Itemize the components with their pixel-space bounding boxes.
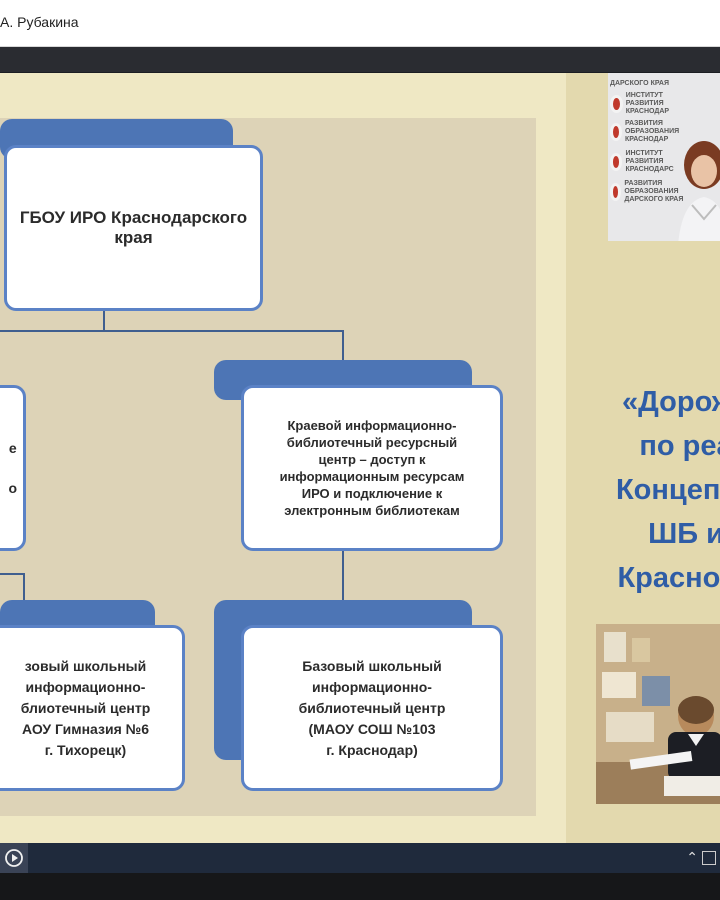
backdrop-logo-text: ДАРСКОГО КРАЯ (610, 80, 669, 87)
org-box-left-bottom: зовый школьный информационно- блиотечный… (0, 625, 185, 791)
org-box-right-mid-text: Краевой информационно- библиотечный ресу… (279, 418, 465, 518)
backdrop-logo: РАЗВИТИЯ ОБРАЗОВАНИЯ КРАСНОДАР (610, 120, 694, 143)
classroom-photo (596, 624, 720, 804)
classroom-photo-image (596, 624, 720, 804)
connector-line (342, 330, 344, 360)
connector-line (0, 330, 343, 332)
connector-line (23, 573, 25, 601)
slide-title: «Дорожн по реа Концепци ШБ и Краснода (615, 386, 720, 594)
taskbar: ⌃ (0, 843, 720, 873)
org-box-left-mid-text: е о (8, 440, 17, 496)
org-box-left-bottom-text: зовый школьный информационно- блиотечный… (20, 657, 151, 758)
presenter-name: А. Рубакина (0, 14, 79, 30)
org-box-top-text: ГБОУ ИРО Краснодарского края (19, 208, 248, 247)
backdrop-logo-text: ИНСТИТУТ РАЗВИТИЯ КРАСНОДАР (625, 92, 670, 115)
backdrop-logo: ИНСТИТУТ РАЗВИТИЯ КРАСНОДАРС (610, 150, 694, 173)
presenter-avatar (678, 141, 720, 241)
chevron-up-icon[interactable]: ⌃ (686, 849, 698, 865)
backdrop-logo: ДАРСКОГО КРАЯ (610, 73, 694, 95)
institute-logo-icon (610, 123, 622, 141)
backdrop-logo-text: РАЗВИТИЯ ОБРАЗОВАНИЯ ДАРСКОГО КРАЯ (624, 180, 684, 203)
org-box-left-mid: е о (0, 385, 26, 551)
institute-logo-icon (610, 183, 622, 201)
connector-line (342, 550, 344, 600)
toolbar-strip (0, 47, 720, 72)
org-box-top: ГБОУ ИРО Краснодарского края (4, 145, 263, 311)
institute-logo-icon (610, 95, 623, 113)
institute-logo-icon (610, 153, 623, 171)
presenter-video-tile[interactable]: ДАРСКОГО КРАЯ ИНСТИТУТ РАЗВИТИЯ КРАСНОДА… (608, 73, 720, 241)
bottom-strip (0, 873, 720, 900)
connector-line (103, 311, 105, 331)
backdrop-logo: ИНСТИТУТ РАЗВИТИЯ КРАСНОДАР (610, 92, 694, 115)
backdrop-logo-text: ИНСТИТУТ РАЗВИТИЯ КРАСНОДАРС (625, 150, 674, 173)
org-box-right-bottom-text: Базовый школьный информационно- библиоте… (298, 657, 446, 758)
play-circle-icon (5, 849, 23, 867)
play-button[interactable] (0, 843, 28, 873)
connector-line (0, 573, 24, 575)
org-box-right-mid: Краевой информационно- библиотечный ресу… (241, 385, 503, 551)
meeting-top-bar: А. Рубакина (0, 0, 720, 47)
backdrop-logo: РАЗВИТИЯ ОБРАЗОВАНИЯ ДАРСКОГО КРАЯ (610, 180, 694, 203)
org-box-right-bottom: Базовый школьный информационно- библиоте… (241, 625, 503, 791)
tray-app-icon[interactable] (702, 851, 716, 865)
backdrop-logo-text: РАЗВИТИЯ ОБРАЗОВАНИЯ КРАСНОДАР (624, 120, 680, 143)
